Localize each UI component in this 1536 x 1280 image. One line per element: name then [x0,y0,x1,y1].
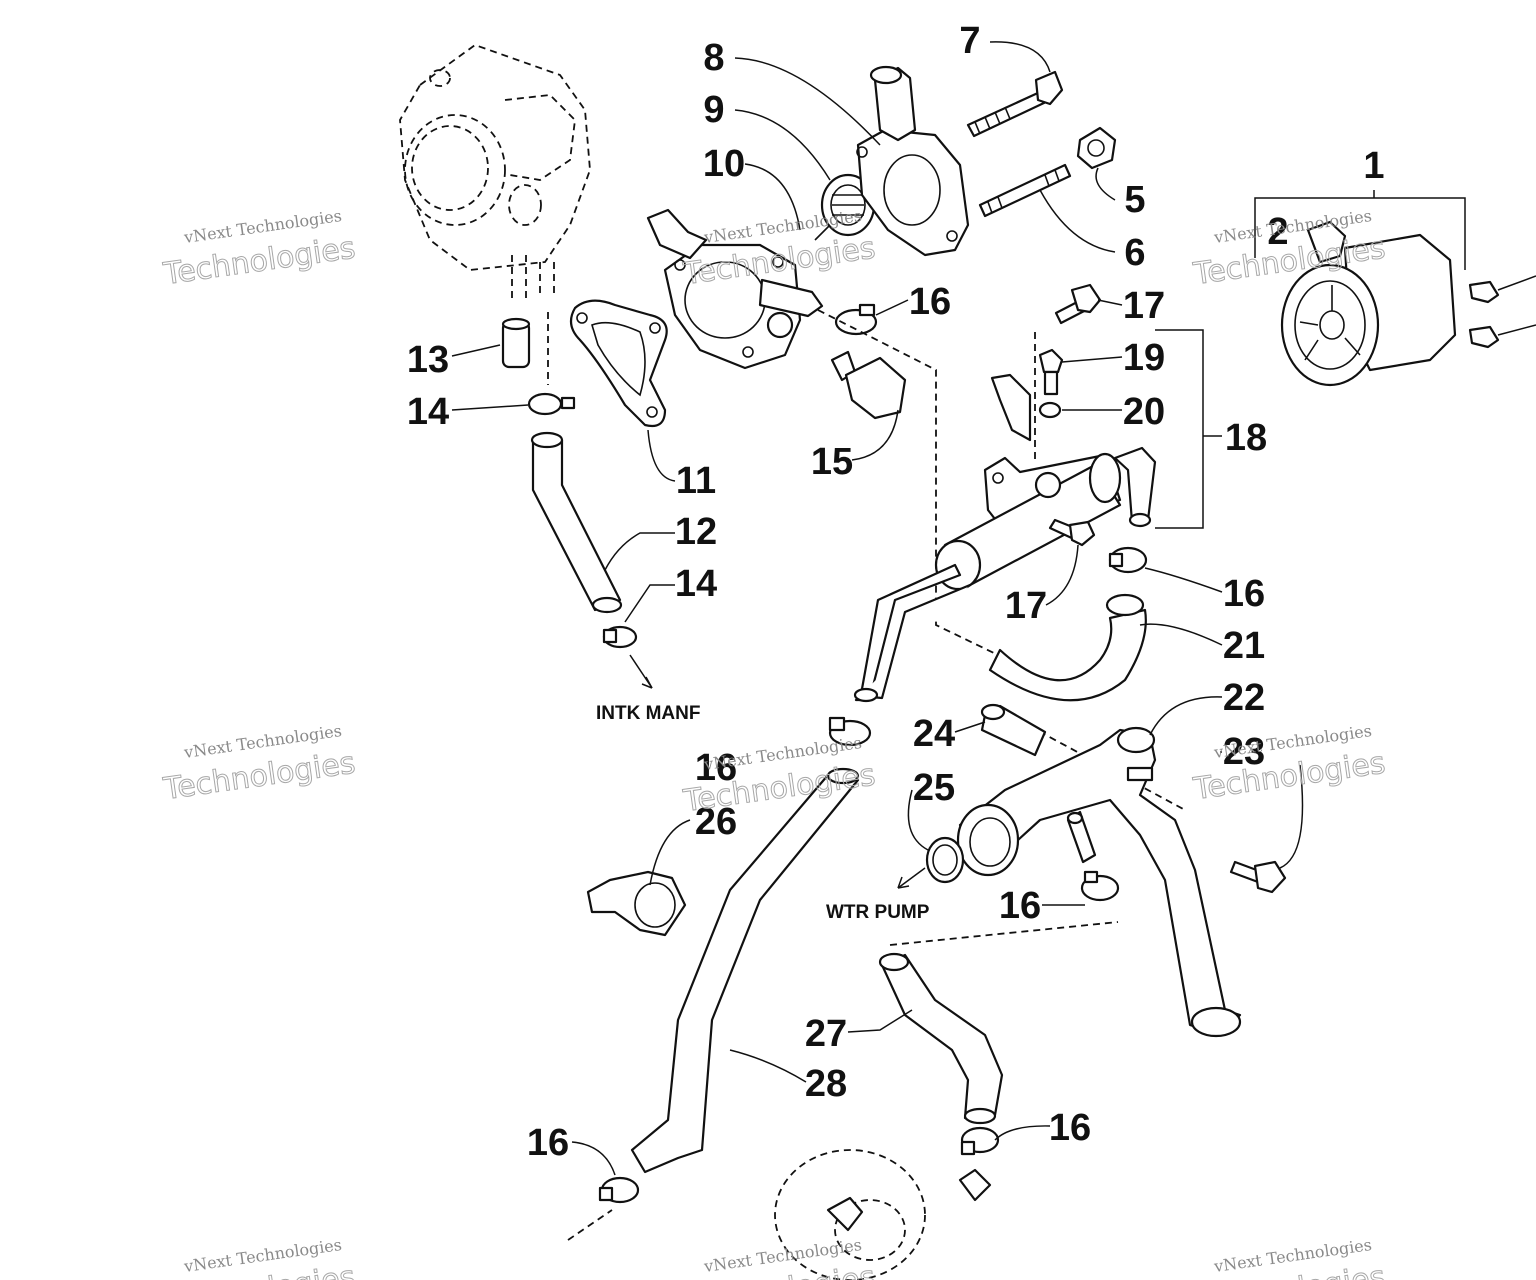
part-16-clamp-1 [834,303,878,336]
callout-20: 20 [1123,391,1165,433]
part-11-gasket [569,299,668,428]
part-6-stud [978,163,1072,218]
part-12-hose [530,431,623,614]
callout-26: 26 [695,801,737,843]
part-14-clamp-top [527,392,576,416]
callout-16: 16 [909,281,951,323]
part-21-hose [988,593,1147,702]
callout-22: 22 [1223,677,1265,719]
part-16-clamp-5 [960,1126,1000,1156]
leader-lines [451,41,1304,1176]
callout-12: 12 [675,511,717,553]
callout-14: 14 [675,563,717,605]
callout-16: 16 [1223,573,1265,615]
callout-25: 25 [913,767,955,809]
callout-11: 11 [676,460,716,502]
note-intake-manifold: INTK MANF [596,703,700,724]
part-18-pipe-assembly [853,373,1157,703]
part-14-clamp-bottom [602,625,638,649]
callout-1: 1 [1363,145,1384,187]
callout-16: 16 [695,747,737,789]
part-27-hose [878,952,1004,1125]
callout-16: 16 [1049,1107,1091,1149]
part-17-bolt-bottom [1048,518,1096,547]
callout-16: 16 [999,885,1041,927]
callout-18: 18 [1225,417,1267,459]
part-7-bolt [966,70,1064,138]
part-16-clamp-4 [828,716,872,747]
callout-10: 10 [703,143,745,185]
callout-23: 23 [1223,731,1265,773]
part-17-bolt-top [1054,283,1102,325]
part-22-water-pipe [956,726,1242,1038]
callout-7: 7 [959,20,980,62]
part-16-clamp-2 [1108,546,1148,574]
callout-28: 28 [805,1063,847,1105]
part-16-clamp-3 [1080,870,1120,902]
part-20-washer [1038,401,1062,419]
part-8-water-outlet [856,65,970,257]
callout-5: 5 [1124,179,1145,221]
callout-16: 16 [527,1122,569,1164]
thermostat-housing [646,208,824,370]
callout-17: 17 [1005,585,1047,627]
callout-15: 15 [811,441,853,483]
part-23-bolt [1229,860,1287,894]
callout-6: 6 [1124,232,1145,274]
part-1-water-pump [1280,220,1536,387]
part-24-hose [980,703,1047,757]
water-pump-housing [774,1149,992,1280]
callout-17: 17 [1123,285,1165,327]
part-25-o-ring [925,836,965,884]
note-water-pump: WTR PUMP [826,902,930,923]
callout-14: 14 [407,391,449,433]
callout-19: 19 [1123,337,1165,379]
callout-21: 21 [1223,625,1265,667]
callout-27: 27 [805,1013,847,1055]
part-13-hose [501,317,531,369]
callout-numbers: 1256789101112131414151616161616161717181… [407,20,1385,1164]
callout-9: 9 [703,89,724,131]
callout-13: 13 [407,339,449,381]
callout-8: 8 [703,37,724,79]
callout-2: 2 [1267,211,1288,253]
part-19-bolt [1038,348,1064,396]
part-5-nut [1076,126,1117,170]
part-26-clip [586,870,687,937]
part-15-sensor [830,350,907,420]
part-28-hose [630,767,860,1174]
callout-24: 24 [913,713,955,755]
throttle-body [399,43,591,300]
part-16-clamp-6 [598,1176,640,1204]
